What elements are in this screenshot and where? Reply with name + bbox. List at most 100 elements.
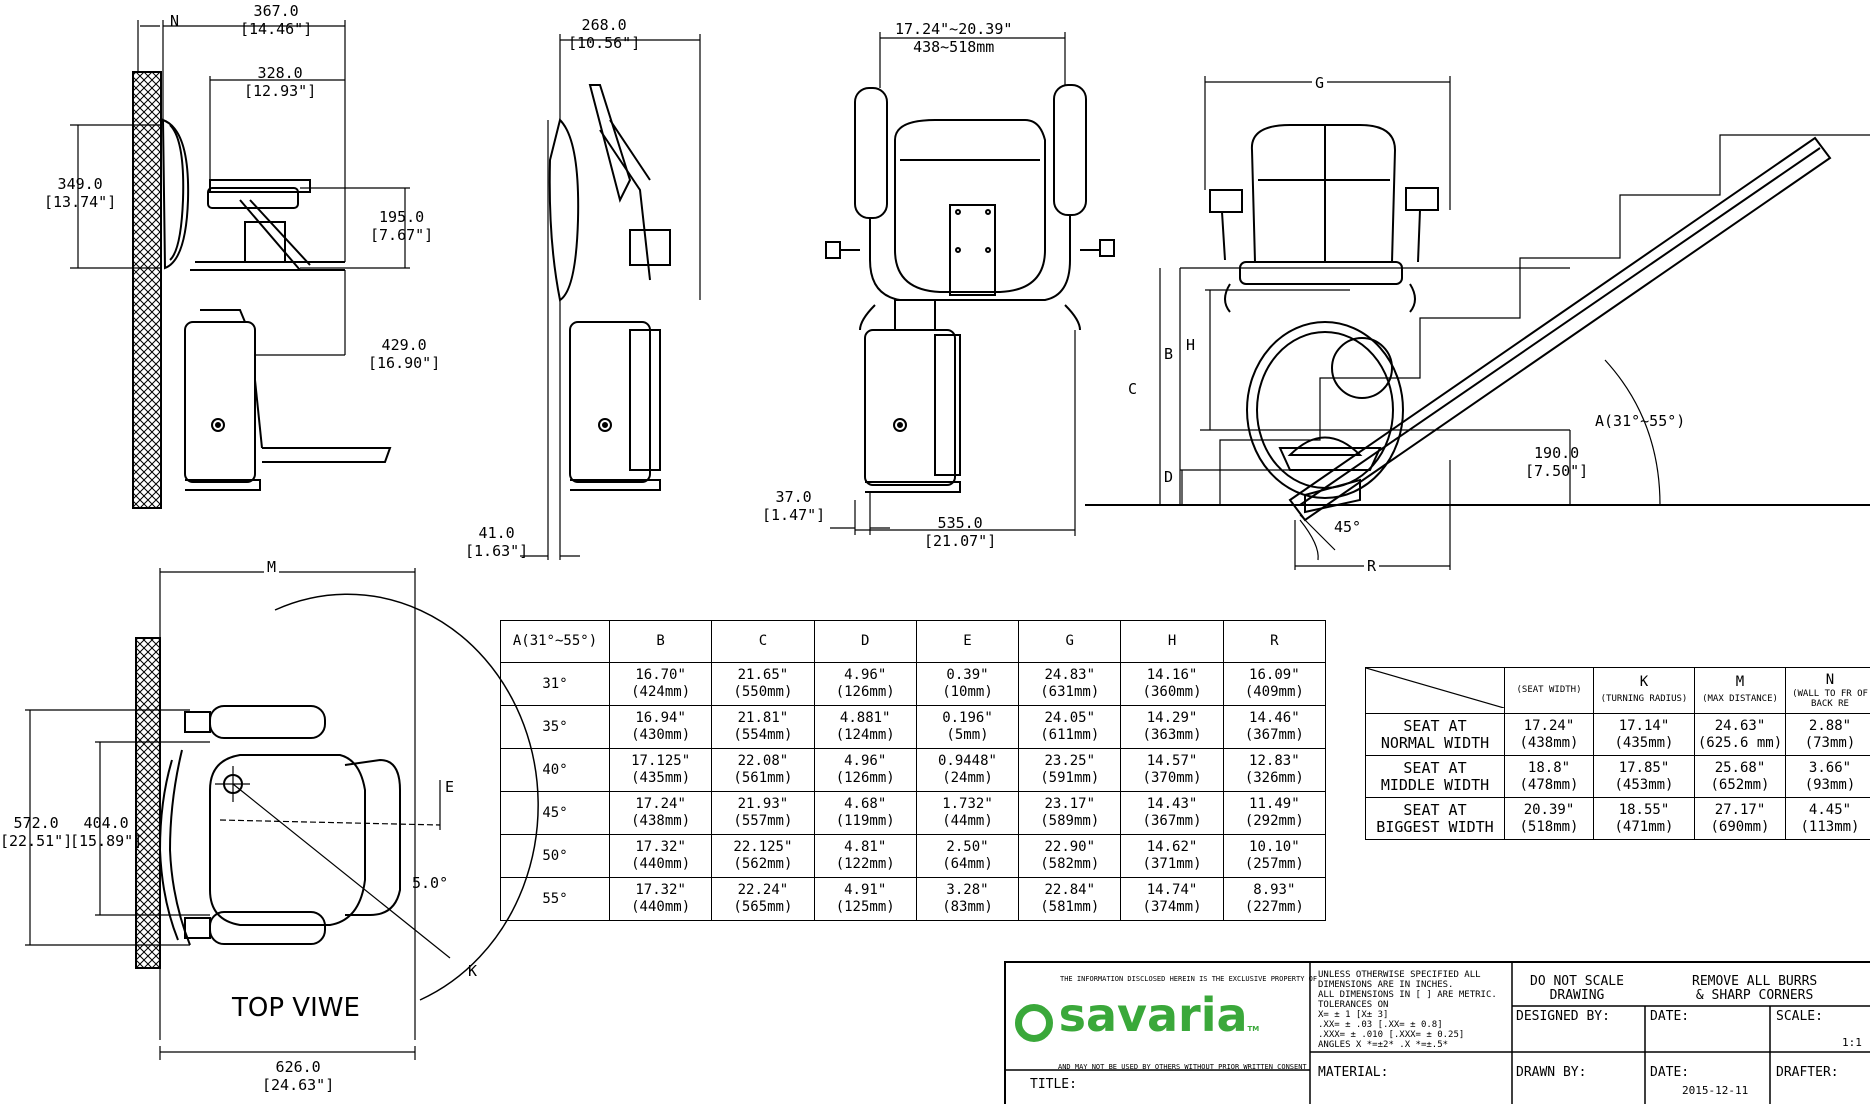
dimension-cell: 3.28"(83mm) bbox=[915, 877, 1020, 921]
seat-dimension-cell: 3.66"(93mm) bbox=[1785, 755, 1870, 798]
stair-view bbox=[1085, 76, 1870, 570]
dimension-cell: 4.91"(125mm) bbox=[813, 877, 917, 921]
seat-header-corner bbox=[1365, 667, 1505, 714]
stair-label-r: R bbox=[1364, 557, 1380, 575]
seat-dimension-cell: 17.85"(453mm) bbox=[1593, 755, 1695, 798]
seat-header-width: (SEAT WIDTH) bbox=[1504, 667, 1594, 714]
dim-572: 572.0[22.51"] bbox=[0, 814, 73, 850]
dimension-cell: 10.10"(257mm) bbox=[1222, 834, 1327, 878]
angle-table-row: 40°17.125"(435mm)22.08"(561mm)4.96"(126m… bbox=[500, 748, 1327, 792]
seat-dimension-cell: 27.17"(690mm) bbox=[1694, 797, 1786, 840]
dimension-cell: 22.08"(561mm) bbox=[711, 748, 815, 792]
seat-header-k: K(TURNING RADIUS) bbox=[1593, 667, 1695, 714]
dimension-cell: 22.24"(565mm) bbox=[711, 877, 815, 921]
dim-328: 328.0[12.93"] bbox=[244, 64, 317, 100]
dimension-cell: 23.17"(589mm) bbox=[1018, 791, 1122, 835]
stair-label-h: H bbox=[1186, 336, 1196, 354]
dimension-cell: 22.84"(581mm) bbox=[1018, 877, 1122, 921]
stair-label-b: B bbox=[1164, 345, 1174, 363]
dimension-cell: 0.39"(10mm) bbox=[915, 662, 1020, 706]
seat-header-n: N(WALL TO FR OF BACK RE bbox=[1785, 667, 1870, 714]
dimension-cell: 11.49"(292mm) bbox=[1222, 791, 1327, 835]
seat-dimension-cell: 4.45"(113mm) bbox=[1785, 797, 1870, 840]
top-view-title: TOP VIWE bbox=[232, 993, 360, 1023]
header-g: G bbox=[1018, 620, 1122, 663]
top-view bbox=[25, 568, 539, 1060]
dimension-cell: 17.32"(440mm) bbox=[608, 877, 713, 921]
dim-429: 429.0[16.90"] bbox=[368, 336, 441, 372]
dimension-cell: 4.881"(124mm) bbox=[813, 705, 917, 749]
dimension-cell: 24.05"(611mm) bbox=[1018, 705, 1122, 749]
dimension-cell: 4.96"(126mm) bbox=[813, 748, 917, 792]
wall-hatch bbox=[132, 71, 162, 509]
stair-label-g: G bbox=[1312, 74, 1328, 92]
dimension-cell: 14.16"(360mm) bbox=[1120, 662, 1224, 706]
angle-table-header: A(31°~55°) B C D E G H R bbox=[500, 620, 1327, 663]
dimension-cell: 4.68"(119mm) bbox=[813, 791, 917, 835]
front-view bbox=[825, 32, 1115, 536]
dimension-cell: 16.94"(430mm) bbox=[608, 705, 713, 749]
wall-hatch-top bbox=[135, 637, 161, 969]
dim-367: 367.0[14.46"] bbox=[240, 2, 313, 38]
savaria-logo: savariaTM bbox=[1015, 990, 1259, 1046]
dim-404: 404.0[15.89"] bbox=[70, 814, 143, 850]
stair-label-d: D bbox=[1164, 468, 1174, 486]
angle-table-row: 31°16.70"(424mm)21.65"(550mm)4.96"(126mm… bbox=[500, 662, 1327, 706]
stair-angle-label: A(31°~55°) bbox=[1595, 412, 1686, 430]
scale-value: 1:1 bbox=[1842, 1036, 1862, 1049]
consent-notice: AND MAY NOT BE USED BY OTHERS WITHOUT PR… bbox=[1058, 1063, 1307, 1071]
top-angle-5: 5.0° bbox=[412, 874, 449, 892]
dimension-cell: 17.24"(438mm) bbox=[608, 791, 713, 835]
dimension-cell: 22.125"(562mm) bbox=[711, 834, 815, 878]
dimension-cell: 17.125"(435mm) bbox=[608, 748, 713, 792]
dimension-cell: 21.65"(550mm) bbox=[711, 662, 815, 706]
dim-190: 190.0[7.50"] bbox=[1525, 444, 1589, 480]
dimension-cell: 0.196"(5mm) bbox=[915, 705, 1020, 749]
dimension-cell: 16.70"(424mm) bbox=[608, 662, 713, 706]
tolerance-notes: UNLESS OTHERWISE SPECIFIED ALL DIMENSION… bbox=[1318, 970, 1497, 1050]
dimension-cell: 14.62"(371mm) bbox=[1120, 834, 1224, 878]
seat-dimension-cell: 18.55"(471mm) bbox=[1593, 797, 1695, 840]
top-label-m: M bbox=[264, 558, 280, 576]
stair-label-c: C bbox=[1128, 380, 1138, 398]
dimension-cell: 0.9448"(24mm) bbox=[915, 748, 1020, 792]
seat-dimension-cell: 18.8"(478mm) bbox=[1504, 755, 1594, 798]
side-view bbox=[70, 20, 410, 509]
dimension-cell: 4.96"(126mm) bbox=[813, 662, 917, 706]
header-angle: A(31°~55°) bbox=[500, 620, 610, 663]
dim-626: 626.0[24.63"] bbox=[262, 1058, 335, 1094]
dimension-cell: 2.50"(64mm) bbox=[915, 834, 1020, 878]
material-label: MATERIAL: bbox=[1318, 1065, 1389, 1080]
dim-535: 535.0[21.07"] bbox=[924, 514, 997, 550]
dimension-cell: 12.83"(326mm) bbox=[1222, 748, 1327, 792]
header-r: R bbox=[1222, 620, 1327, 663]
dimension-cell: 17.32"(440mm) bbox=[608, 834, 713, 878]
folded-view bbox=[520, 34, 701, 560]
header-d: D bbox=[813, 620, 917, 663]
angle-cell: 35° bbox=[500, 705, 610, 749]
angle-cell: 40° bbox=[500, 748, 610, 792]
dim-seat-width: 17.24"~20.39"438~518mm bbox=[895, 20, 1013, 56]
dim-195: 195.0[7.67"] bbox=[370, 208, 434, 244]
seat-dimension-cell: 24.63"(625.6 mm) bbox=[1694, 713, 1786, 756]
dim-349: 349.0[13.74"] bbox=[44, 175, 117, 211]
savaria-tm: TM bbox=[1247, 1025, 1260, 1033]
angle-table-row: 35°16.94"(430mm)21.81"(554mm)4.881"(124m… bbox=[500, 705, 1327, 749]
seat-table-header: (SEAT WIDTH) K(TURNING RADIUS) M(MAX DIS… bbox=[1365, 667, 1870, 714]
side-view-label-n: N bbox=[170, 12, 180, 30]
dimension-cell: 24.83"(631mm) bbox=[1018, 662, 1122, 706]
seat-dimension-cell: 17.14"(435mm) bbox=[1593, 713, 1695, 756]
seat-dimension-cell: 2.88"(73mm) bbox=[1785, 713, 1870, 756]
angle-dimension-table: A(31°~55°) B C D E G H R 31°16.70"(424mm… bbox=[500, 620, 1327, 921]
dimension-cell: 14.43"(367mm) bbox=[1120, 791, 1224, 835]
designed-by-label: DESIGNED BY: bbox=[1516, 1009, 1610, 1024]
header-b: B bbox=[608, 620, 713, 663]
drafter-label: DRAFTER: bbox=[1776, 1065, 1839, 1080]
